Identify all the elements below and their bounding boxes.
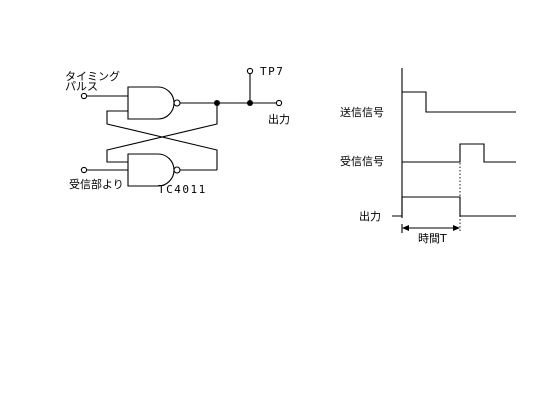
interval-arrow-left-head	[402, 225, 409, 231]
waveform-receive	[402, 143, 516, 163]
output-terminal	[275, 99, 283, 107]
waveform-send	[402, 91, 516, 113]
row-label-receive: 受信信号	[340, 155, 384, 168]
interval-label: 時間T	[418, 232, 447, 245]
ic-label: TC4011	[158, 183, 207, 196]
row-label-output: 出力	[359, 209, 381, 223]
nand-bubble-top	[173, 99, 181, 107]
nand-gate-top	[127, 86, 175, 120]
timing-chart: 送信信号 受信信号 出力 時間T	[340, 68, 516, 245]
latch-circuit: タイミング パルス 受信部より 出力 TP7 TC4011	[65, 65, 290, 196]
feedback-bottom-out-to-top-in	[106, 110, 218, 170]
nand-gate-bottom	[127, 153, 175, 187]
input-top-label-line2: パルス	[65, 80, 98, 93]
input-bottom-terminal	[80, 166, 88, 174]
input-top-label-line1: タイミング	[65, 69, 120, 83]
input-bottom-label: 受信部より	[69, 177, 124, 191]
nand-bubble-bottom	[173, 166, 181, 174]
tp7-terminal	[246, 67, 254, 75]
tp7-label: TP7	[260, 65, 284, 78]
interval-arrow-right-head	[453, 225, 460, 231]
row-label-send: 送信信号	[340, 105, 384, 119]
output-label: 出力	[268, 112, 290, 126]
waveform-output	[392, 196, 516, 217]
feedback-top-out-to-bottom-in	[106, 103, 218, 163]
input-top-terminal	[80, 92, 88, 100]
